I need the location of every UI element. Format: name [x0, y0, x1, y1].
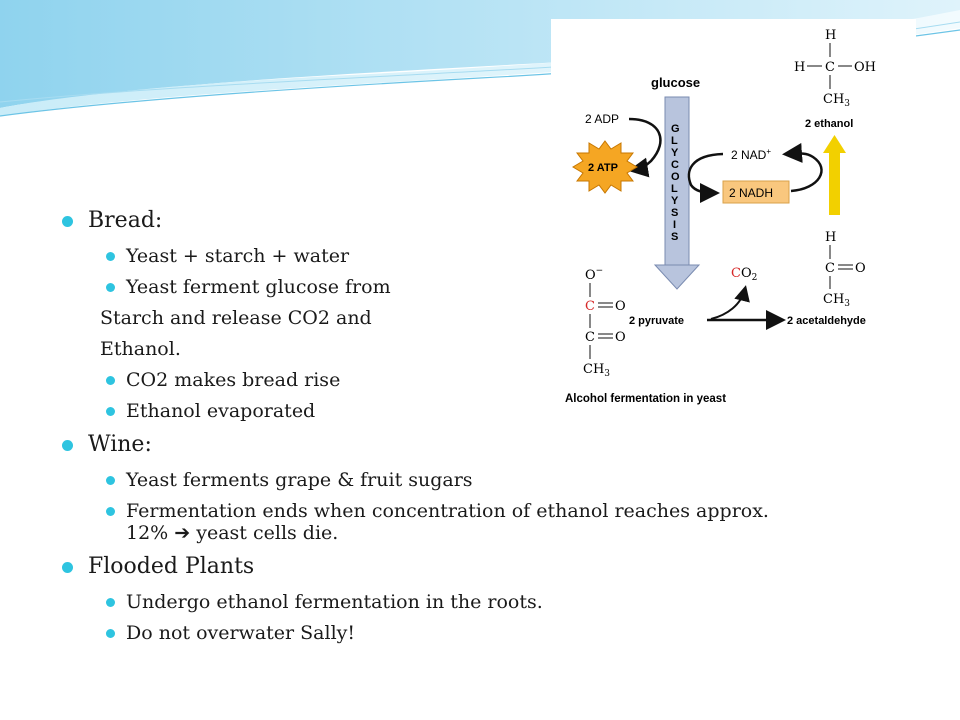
nadh-to-nad-arrow — [782, 142, 823, 193]
svg-text:O: O — [855, 261, 866, 276]
svg-text:H: H — [825, 28, 836, 43]
bullet-flooded-heading: Flooded Plants — [62, 552, 942, 582]
atp-burst — [572, 140, 638, 194]
co2-label: CO2 — [731, 266, 757, 283]
bullet-bread-item: Ethanol evaporated — [62, 400, 942, 422]
adp-label: 2 ADP — [585, 112, 619, 126]
svg-text:C: C — [585, 330, 595, 345]
svg-text:G: G — [671, 123, 680, 135]
diagram-caption: Alcohol fermentation in yeast — [565, 393, 726, 405]
fermentation-line2: yeast cells die. — [196, 522, 339, 544]
bullet-bread-continuation: Starch and release CO2 and — [100, 307, 372, 329]
svg-text:CH3: CH3 — [583, 362, 610, 379]
svg-text:I: I — [673, 219, 676, 231]
bullet-bread-item: CO2 makes bread rise — [62, 369, 942, 391]
nad-label: 2 NAD+ — [731, 147, 771, 162]
right-arrow-icon: ➔ — [174, 522, 191, 544]
glycolysis-arrow — [653, 96, 701, 290]
bullet-flooded-item: Undergo ethanol fermentation in the root… — [62, 591, 942, 613]
nadh-box — [722, 180, 790, 204]
svg-text:S: S — [671, 207, 678, 219]
svg-text:O−: O− — [585, 266, 603, 283]
nad-to-nadh-arrow — [687, 152, 724, 203]
svg-text:C: C — [585, 299, 595, 314]
svg-text:C: C — [825, 261, 835, 276]
fermentation-diagram: glucose G L Y C O L Y S I S 2 ADP 2 ATP … — [551, 19, 916, 412]
svg-text:H: H — [794, 60, 805, 75]
nadh-label: 2 NADH — [729, 186, 773, 200]
svg-text:CH3: CH3 — [823, 292, 850, 309]
bullet-flooded-item: Do not overwater Sally! — [62, 622, 942, 644]
svg-text:O: O — [615, 299, 626, 314]
ethanol-label: 2 ethanol — [805, 118, 853, 130]
acetaldehyde-structure: H C O CH3 — [823, 230, 866, 309]
pyruvate-structure: O− C O C O CH3 — [583, 266, 626, 379]
fermentation-percent: 12% — [126, 522, 169, 544]
bullet-bread-item: Yeast ferment glucose from — [62, 276, 942, 298]
svg-text:Y: Y — [671, 195, 679, 207]
svg-text:L: L — [671, 183, 678, 195]
svg-text:O: O — [615, 330, 626, 345]
yellow-up-arrow — [823, 135, 846, 215]
slide-bullets: Bread: Yeast + starch + water Yeast ferm… — [62, 200, 942, 644]
atp-label: 2 ATP — [588, 162, 618, 174]
svg-text:H: H — [825, 230, 836, 245]
glycolysis-label: G L Y C O L Y S I S — [671, 123, 680, 243]
bullet-wine-item: Yeast ferments grape & fruit sugars — [62, 469, 942, 491]
bullet-bread-item: Yeast + starch + water — [62, 245, 942, 267]
svg-text:O: O — [671, 171, 680, 183]
bullet-bread-continuation: Ethanol. — [100, 338, 181, 360]
acetaldehyde-label: 2 acetaldehyde — [787, 315, 866, 327]
co2-release-arrow — [710, 285, 750, 320]
svg-text:Y: Y — [671, 147, 679, 159]
svg-text:S: S — [671, 231, 678, 243]
bullet-wine-fermentation: Fermentation ends when concentration of … — [62, 500, 942, 544]
fermentation-line1: Fermentation ends when concentration of … — [126, 500, 769, 522]
svg-text:C: C — [671, 159, 679, 171]
svg-text:C: C — [825, 60, 835, 75]
ethanol-structure: H H C OH CH3 — [794, 28, 876, 109]
bullet-bread-heading: Bread: — [62, 206, 942, 236]
bullet-wine-heading: Wine: — [62, 430, 942, 460]
svg-text:OH: OH — [854, 60, 876, 75]
pyruvate-label: 2 pyruvate — [629, 315, 684, 327]
glucose-label: glucose — [651, 75, 700, 90]
svg-text:L: L — [671, 135, 678, 147]
adp-to-atp-arrow — [628, 117, 662, 178]
svg-text:CH3: CH3 — [823, 92, 850, 109]
